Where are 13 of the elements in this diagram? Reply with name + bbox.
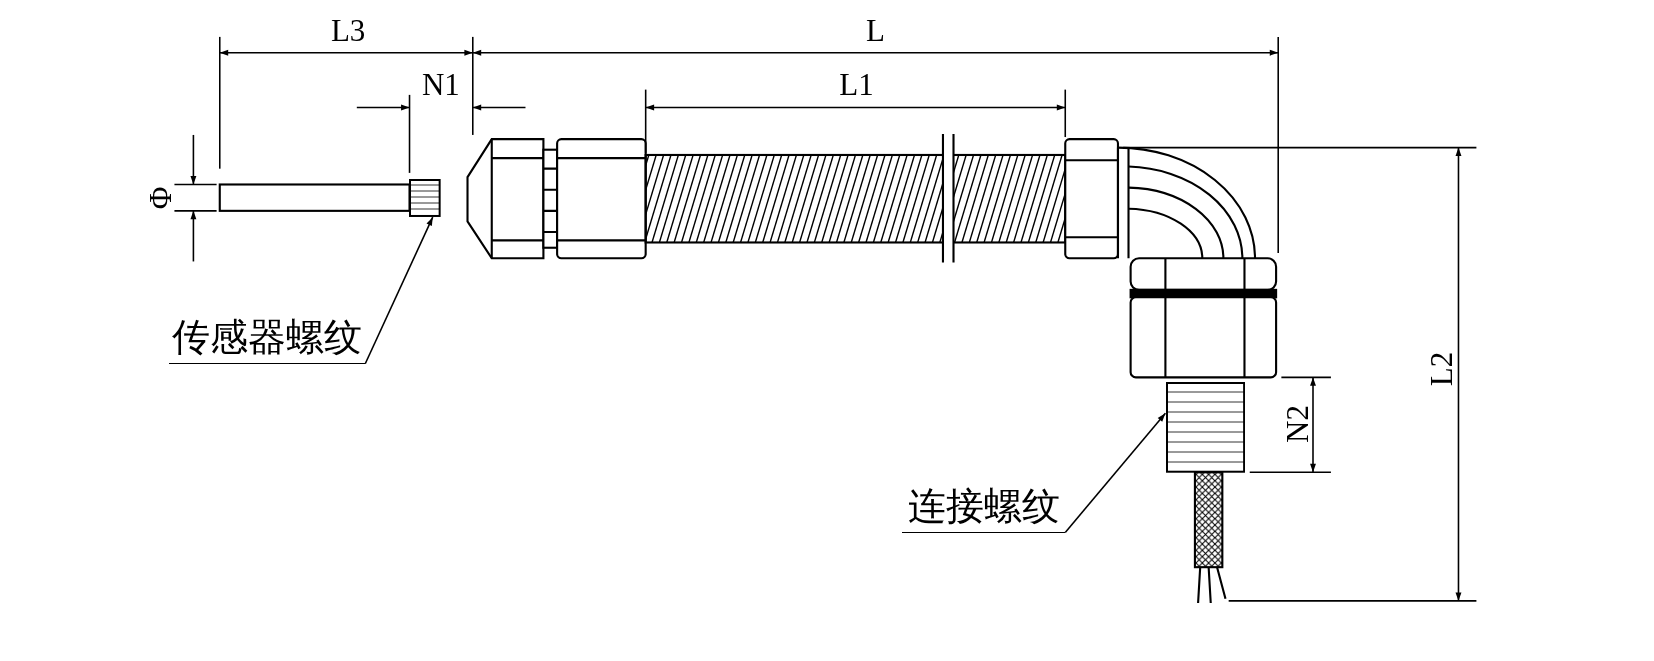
callout-label: 传感器螺纹 [168,312,365,364]
dimension-label: L2 [1425,351,1457,387]
thread-drawing [409,179,441,218]
callout-label: 连接螺纹 [901,481,1066,533]
leader-line [1064,412,1167,534]
thread-drawing [1165,381,1245,473]
dimension-label: Φ [144,186,176,210]
leader-line [364,216,434,365]
dimension-label: N2 [1281,405,1313,443]
dimension-label: L1 [839,68,874,100]
dimension-label: N1 [422,68,460,100]
dimension-label: L [866,14,885,46]
dimension-label: L3 [330,14,366,46]
